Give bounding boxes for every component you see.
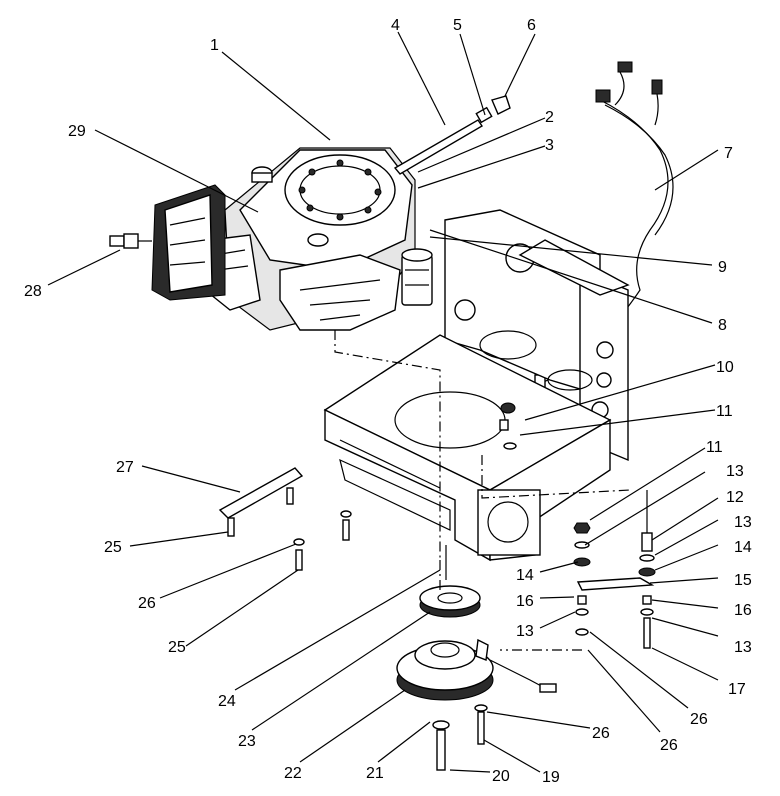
callout-26-d: 26 bbox=[138, 595, 156, 612]
callout-10: 10 bbox=[716, 359, 734, 376]
air-cleaner bbox=[151, 184, 226, 301]
callout-17: 17 bbox=[728, 681, 746, 698]
callout-8: 8 bbox=[718, 317, 727, 334]
callout-19: 19 bbox=[542, 769, 560, 786]
callout-22: 22 bbox=[284, 765, 302, 782]
callout-25-a: 25 bbox=[104, 539, 122, 556]
callout-14-a: 14 bbox=[734, 539, 752, 556]
callout-27: 27 bbox=[116, 459, 134, 476]
callout-26-b: 26 bbox=[660, 737, 678, 754]
callout-29: 29 bbox=[68, 123, 86, 140]
callout-25-b: 25 bbox=[168, 639, 186, 656]
hardware bbox=[218, 402, 656, 771]
callout-13-c: 13 bbox=[734, 639, 752, 656]
callout-11-a: 11 bbox=[716, 403, 733, 420]
callout-28: 28 bbox=[24, 283, 42, 300]
callout-13-a: 13 bbox=[726, 463, 744, 480]
callout-20: 20 bbox=[492, 768, 510, 785]
callout-26-a: 26 bbox=[690, 711, 708, 728]
dipstick-assembly bbox=[393, 95, 511, 175]
callout-3: 3 bbox=[545, 137, 554, 154]
callout-6: 6 bbox=[527, 17, 536, 34]
callout-5: 5 bbox=[453, 17, 462, 34]
wire-harness bbox=[519, 61, 674, 391]
assembly-lines bbox=[334, 330, 631, 651]
callout-9: 9 bbox=[718, 259, 727, 276]
callout-24: 24 bbox=[218, 693, 236, 710]
callout-4: 4 bbox=[391, 17, 400, 34]
callout-21: 21 bbox=[366, 765, 384, 782]
callout-23: 23 bbox=[238, 733, 256, 750]
fuel-fitting bbox=[109, 233, 152, 249]
callout-labels: 1 4 5 6 2 3 7 9 8 10 11 11 13 12 13 14 1… bbox=[24, 17, 752, 786]
callout-1: 1 bbox=[210, 37, 219, 54]
leader-lines bbox=[47, 31, 719, 773]
callout-11-b: 11 bbox=[706, 439, 723, 456]
callout-7: 7 bbox=[724, 145, 733, 162]
callout-14-b: 14 bbox=[516, 567, 534, 584]
callout-12: 12 bbox=[726, 489, 744, 506]
callout-13-d: 13 bbox=[516, 623, 534, 640]
callout-2: 2 bbox=[545, 109, 554, 126]
callout-16-a: 16 bbox=[734, 602, 752, 619]
engine bbox=[204, 147, 433, 331]
callout-26-c: 26 bbox=[592, 725, 610, 742]
callout-13-b: 13 bbox=[734, 514, 752, 531]
callout-15: 15 bbox=[734, 572, 752, 589]
callout-16-b: 16 bbox=[516, 593, 534, 610]
frame bbox=[323, 209, 630, 562]
clutch-assembly bbox=[396, 585, 557, 701]
